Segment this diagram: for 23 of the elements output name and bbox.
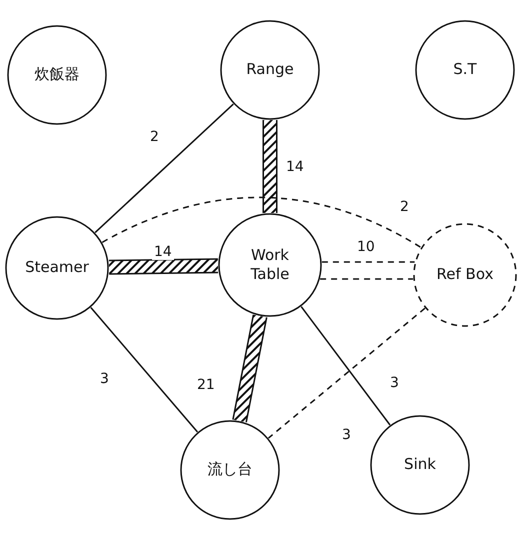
node-label: 流し台 [208, 460, 252, 480]
circle-node [413, 223, 517, 327]
node-label: S.T [453, 60, 477, 80]
edge-label: 14 [152, 245, 174, 260]
circle-node [415, 20, 515, 120]
dashed-connector [102, 196, 422, 248]
circle-node [218, 213, 322, 317]
circle-node [5, 216, 109, 320]
node-label: Range [246, 60, 294, 80]
connector [300, 306, 391, 426]
dashed-connector [268, 308, 426, 439]
dashed-connector [319, 261, 416, 280]
circle-node [370, 415, 470, 515]
node-label: Ref Box [436, 265, 494, 285]
connector [94, 104, 234, 234]
connector [90, 307, 198, 433]
node-label: Steamer [25, 258, 89, 278]
node-label: 炊飯器 [34, 65, 80, 85]
circle-node [220, 20, 320, 120]
circle-node [7, 25, 107, 125]
node-label: Work Table [250, 246, 290, 284]
node-label: Sink [404, 455, 436, 475]
circle-node [180, 420, 280, 520]
